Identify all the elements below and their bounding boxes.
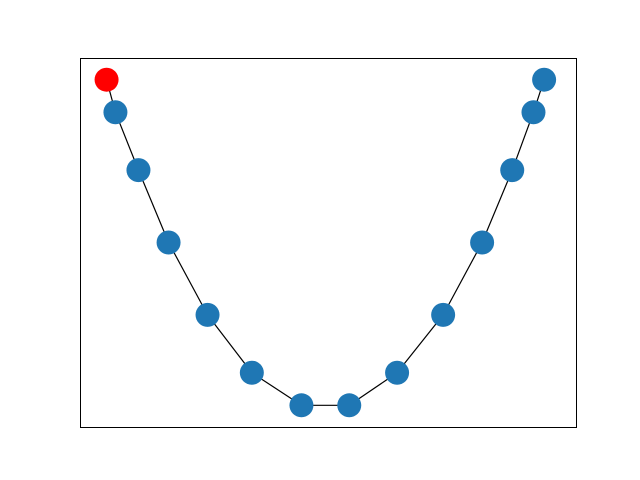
graph-node <box>385 360 410 385</box>
graph-node <box>239 360 264 385</box>
graph-edge <box>442 242 483 316</box>
graph-node <box>521 100 546 125</box>
graph-node <box>126 158 151 183</box>
graph-node <box>532 67 557 92</box>
graph-node <box>470 230 495 255</box>
graph-node <box>195 302 220 327</box>
graph-node <box>103 100 128 125</box>
graph-node <box>156 230 181 255</box>
graph-nodes <box>94 67 557 418</box>
graph-node <box>431 302 456 327</box>
graph-node <box>337 393 362 418</box>
graph-node <box>500 158 525 183</box>
graph-node <box>289 393 314 418</box>
graph-edge <box>137 169 170 243</box>
graph-edge <box>481 169 513 243</box>
graph-edge <box>207 314 253 374</box>
graph-edge <box>168 242 209 316</box>
axes-frame <box>80 58 577 428</box>
highlighted-node <box>94 67 119 92</box>
graph-edge <box>396 314 444 374</box>
